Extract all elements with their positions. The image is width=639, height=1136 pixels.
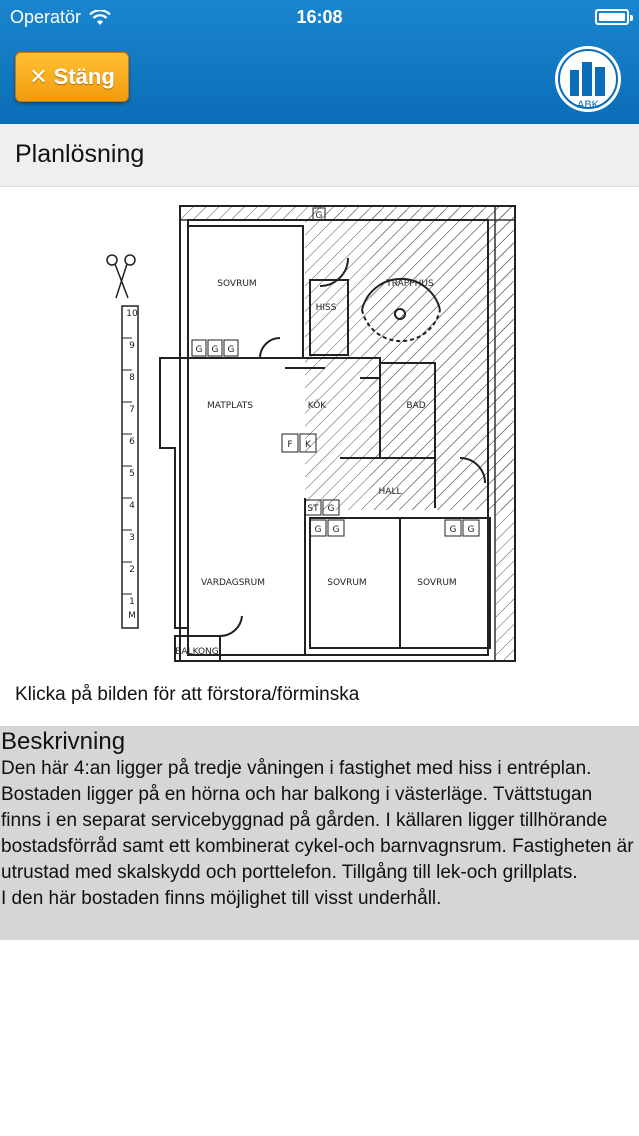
room-label-hall: HALL — [379, 487, 402, 497]
room-label-sovrum: SOVRUM — [327, 578, 366, 588]
description-section: Beskrivning Den här 4:an ligger på tredj… — [0, 726, 639, 940]
scale-number: 5 — [129, 469, 135, 479]
description-title: Beskrivning — [1, 728, 126, 755]
fixture-label: G — [212, 345, 219, 355]
fixture-label: G — [333, 525, 340, 535]
fixture-label: K — [305, 440, 312, 450]
description-text: Den här 4:an ligger på tredje våningen i… — [1, 758, 634, 909]
scale-number: 8 — [129, 373, 135, 383]
scale-number: 6 — [129, 437, 135, 447]
status-bar: Operatör 16:08 — [0, 0, 639, 34]
room-label-matplats: MATPLATS — [207, 401, 253, 411]
room-label-hiss: HISS — [316, 303, 337, 313]
wifi-icon — [89, 9, 111, 25]
abk-logo: ABK — [555, 46, 621, 112]
fixture-label: G — [316, 211, 323, 221]
room-label-sovrum: SOVRUM — [417, 578, 456, 588]
top-bar: Operatör 16:08 ✕ Stäng ABK — [0, 0, 639, 124]
carrier-info: Operatör — [10, 7, 111, 28]
floorplan-drawing: 10 9 8 7 6 5 4 3 2 1 M — [106, 205, 516, 662]
scale-number: 3 — [129, 533, 135, 543]
scale-number: 10 — [126, 309, 138, 319]
close-button[interactable]: ✕ Stäng — [15, 52, 129, 102]
fixture-label: ST — [307, 504, 319, 514]
status-time: 16:08 — [296, 7, 343, 27]
page-title: Planlösning — [15, 140, 145, 168]
scale-number: 2 — [129, 565, 135, 575]
floorplan-caption: Klicka på bilden för att förstora/förmin… — [15, 684, 360, 705]
fixture-label: G — [196, 345, 203, 355]
scale-number: 4 — [129, 501, 135, 511]
room-label-trapphus: TRAPPHUS — [385, 279, 434, 289]
room-label-sovrum: SOVRUM — [217, 279, 256, 289]
fixture-label: G — [468, 525, 475, 535]
battery-icon — [595, 9, 633, 25]
scale-number: 9 — [129, 341, 135, 351]
room-label-kok: KÖK — [308, 400, 327, 411]
floorplan-section-header: Planlösning — [0, 124, 639, 187]
fixture-label: G — [315, 525, 322, 535]
scale-unit-label: M — [128, 611, 136, 621]
room-label-vardagsrum: VARDAGSRUM — [201, 578, 265, 588]
scale-number: 7 — [129, 405, 135, 415]
scale-numbers: 10 9 8 7 6 5 4 3 2 1 M — [126, 309, 138, 621]
fixture-label: G — [228, 345, 235, 355]
scale-number: 1 — [129, 597, 135, 607]
room-label-balkong: BALKONG — [175, 647, 219, 657]
fixture-label: G — [328, 504, 335, 514]
abk-logo-text: ABK — [577, 99, 600, 111]
close-button-label: Stäng — [53, 64, 115, 89]
carrier-name: Operatör — [10, 7, 82, 27]
close-icon: ✕ — [29, 64, 48, 89]
room-label-bad: BAD — [406, 401, 425, 411]
floorplan-image[interactable]: 10 9 8 7 6 5 4 3 2 1 M — [100, 198, 530, 668]
fixture-label: F — [287, 440, 292, 450]
scissors-icon — [106, 254, 136, 299]
fixture-label: G — [450, 525, 457, 535]
